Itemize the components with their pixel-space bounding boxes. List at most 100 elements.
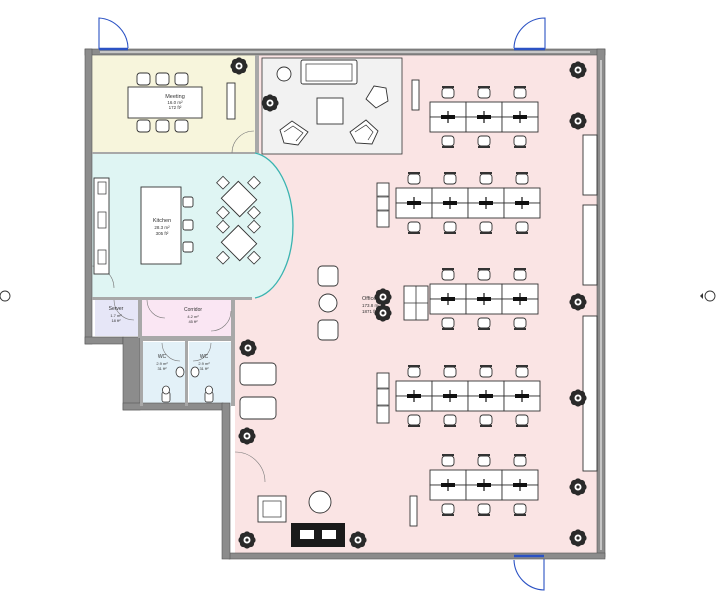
wc2-label: WC (200, 354, 209, 360)
lounge-sofa (300, 59, 358, 85)
reception-furniture (239, 362, 345, 547)
corridor-area-ft2: 45 ft² (188, 319, 198, 324)
office-wall-cabinet-3 (582, 315, 598, 472)
kitchen: Kitchen 28.3 m² 305 ft² (93, 152, 294, 299)
wc1-area-ft2: 31 ft² (157, 366, 167, 371)
meeting-label: Meeting (165, 94, 185, 100)
wall-left-upper (84, 48, 93, 345)
plant-icon (569, 61, 587, 79)
partition-wc-right (231, 300, 235, 406)
office-area-m2: 173.8 m² (362, 303, 380, 308)
plant-icon (569, 293, 587, 311)
chair (515, 365, 529, 378)
chair (441, 135, 455, 148)
plant-icon (374, 288, 392, 306)
lounge-side-table (276, 66, 292, 82)
service-rooms: Server 1.7 m² 18 ft² Corridor 4.2 m² 45 … (109, 306, 203, 324)
desk-cluster (429, 86, 539, 148)
desk-cluster (395, 365, 541, 427)
doors (98, 17, 546, 591)
kitchen-island (140, 186, 182, 265)
chair (443, 221, 457, 234)
office-shelf-bottom (409, 495, 418, 527)
chair (479, 221, 493, 234)
wc1-label: WC (158, 354, 167, 360)
desk-cluster (429, 268, 539, 330)
office-pod-bottom (317, 319, 339, 341)
door-top-left (98, 17, 129, 49)
chair (407, 172, 421, 185)
wc2-area-ft2: 31 ft² (199, 366, 209, 371)
partition-wc-mid (185, 340, 188, 406)
chair (477, 503, 491, 516)
wall-left-step2 (122, 402, 224, 411)
chair (477, 135, 491, 148)
chair (443, 365, 457, 378)
walls (84, 48, 606, 560)
wall-left-mid (122, 336, 141, 411)
wc-rooms: WC 2.9 m² 31 ft² WC 2.9 m² 31 ft² (156, 354, 214, 403)
chair (407, 221, 421, 234)
plant-icon (238, 531, 256, 549)
wall-left-step (84, 336, 124, 345)
chair (443, 172, 457, 185)
wc-fixtures (161, 366, 214, 403)
meeting-table (127, 86, 203, 119)
chair (477, 268, 491, 281)
wc2-area-m2: 2.9 m² (198, 361, 210, 366)
meeting-area-ft2: 172 ft² (169, 105, 182, 110)
partition-server (138, 298, 142, 338)
office-center-furniture: Office 173.8 m² 1871 ft² (317, 134, 598, 527)
plant-icon (569, 478, 587, 496)
partition-wc-left (140, 340, 143, 406)
kitchen-area-ft2: 305 ft² (156, 231, 169, 236)
reception-round-table (308, 490, 332, 514)
plant-icon (569, 112, 587, 130)
kitchen-dining-tables (216, 175, 261, 265)
office-storage-left-2 (376, 372, 390, 424)
plant-icon (261, 94, 279, 112)
server-area-m2: 1.7 m² (110, 313, 122, 318)
server-fill (95, 300, 138, 336)
plant-icon (569, 389, 587, 407)
office-round-table (318, 293, 338, 313)
chair (479, 172, 493, 185)
chair (441, 454, 455, 467)
reception-desk (291, 523, 345, 547)
chair (515, 414, 529, 427)
server-label: Server (109, 306, 124, 312)
corridor-fill (142, 300, 235, 336)
chair (443, 414, 457, 427)
desk-cluster (395, 172, 541, 234)
chair (515, 221, 529, 234)
chair (479, 414, 493, 427)
chair (513, 135, 527, 148)
plants (230, 57, 587, 549)
plant-icon (349, 531, 367, 549)
chair (479, 365, 493, 378)
lounge-furniture (276, 59, 420, 146)
office-storage-left (376, 182, 390, 228)
partition-meeting-lounge (255, 55, 259, 153)
corridor-label: Corridor (184, 307, 202, 313)
kitchen-area-m2: 28.3 m² (154, 225, 170, 230)
office-area-ft2: 1871 ft² (362, 309, 378, 314)
chair (513, 454, 527, 467)
partition-meeting-kitchen (92, 152, 255, 154)
door-bottom-right (513, 559, 545, 591)
chair (441, 268, 455, 281)
plant-icon (239, 339, 257, 357)
lounge-armchair-left (279, 120, 309, 146)
chair (515, 172, 529, 185)
chair (477, 454, 491, 467)
corridor-area-m2: 4.2 m² (187, 314, 199, 319)
door-top-right (513, 17, 546, 49)
server-area-ft2: 18 ft² (111, 318, 121, 323)
lounge-coffee-table (316, 97, 344, 125)
office-pod-top (317, 265, 339, 287)
wc1-area-m2: 2.9 m² (156, 361, 168, 366)
chair (407, 414, 421, 427)
kitchen-counter (93, 177, 110, 275)
plant-icon (569, 529, 587, 547)
chair (477, 317, 491, 330)
